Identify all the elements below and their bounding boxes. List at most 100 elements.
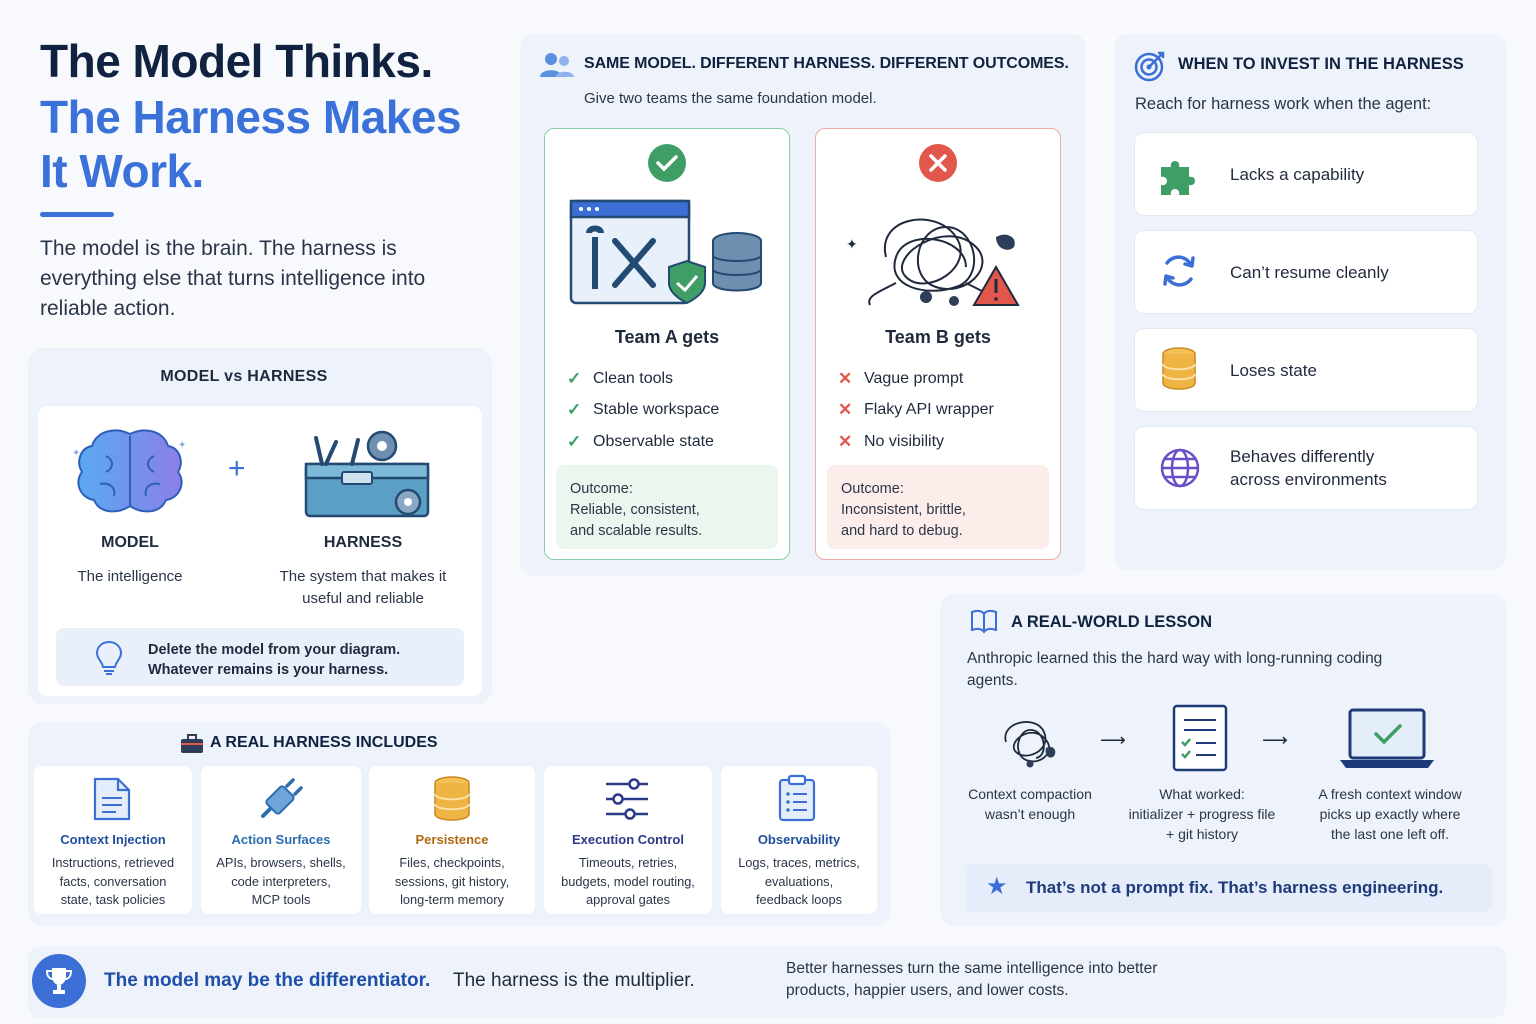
tip-box: Delete the model from your diagram. What… <box>56 628 464 686</box>
plug-icon <box>261 778 303 818</box>
footer: The model may be the differentiator. The… <box>28 946 1506 1018</box>
tangle-icon <box>1004 721 1056 768</box>
tangle-icon: ✦ <box>846 218 1020 306</box>
hero-title-line1: The Model Thinks. <box>40 35 433 87</box>
team-b-card: ✦ Team B gets ✕Vague prompt ✕Flaky API w… <box>815 128 1061 560</box>
tile-desc: Timeouts, retries, budgets, model routin… <box>561 855 695 907</box>
svg-text:✦: ✦ <box>72 448 80 459</box>
database-icon <box>1162 347 1196 390</box>
tile-name: Observability <box>757 832 841 847</box>
lesson-title: A REAL-WORLD LESSON <box>1011 613 1213 631</box>
harness-label: HARNESS <box>323 534 403 551</box>
same-model-card: SAME MODEL. DIFFERENT HARNESS. DIFFERENT… <box>520 34 1086 576</box>
check-icon: ✓ <box>567 368 582 388</box>
arrow-right-icon: ⟶ <box>1262 730 1288 750</box>
check-icon: ✓ <box>567 431 582 451</box>
model-label: MODEL <box>101 534 159 551</box>
same-model-subtitle: Give two teams the same foundation model… <box>584 90 877 107</box>
list-item: ✕Vague prompt <box>838 368 964 388</box>
footer-differentiator: The model may be the differentiator. <box>104 970 431 991</box>
trophy-icon <box>45 968 73 994</box>
star-icon: ★ <box>986 873 1008 900</box>
x-circle-icon <box>919 144 957 182</box>
book-icon <box>971 609 997 634</box>
invest-card: WHEN TO INVEST IN THE HARNESS Reach for … <box>1114 34 1506 570</box>
toolbox-icon <box>304 430 430 518</box>
checklist-icon <box>1172 704 1228 772</box>
team-b-title: Team B gets <box>885 327 991 347</box>
x-icon: ✕ <box>838 368 853 388</box>
check-circle-icon <box>648 144 686 182</box>
check-icon: ✓ <box>567 400 582 420</box>
lesson-banner: ★ That’s not a prompt fix. That’s harnes… <box>966 864 1492 912</box>
lesson-step-1: Context compaction wasn’t enough <box>968 786 1092 822</box>
brain-icon: ✦✦ <box>72 429 186 513</box>
tools-window-icon <box>569 199 762 305</box>
hero-title-line2: The Harness Makes It Work. <box>40 91 462 197</box>
tile-desc: Files, checkpoints, sessions, git histor… <box>394 855 510 907</box>
model-desc: The intelligence <box>77 568 183 585</box>
list-item: ✕Flaky API wrapper <box>838 400 994 420</box>
target-icon <box>1134 51 1165 82</box>
invest-title: WHEN TO INVEST IN THE HARNESS <box>1178 55 1464 73</box>
footer-note: Better harnesses turn the same intellige… <box>786 960 1158 999</box>
tile-desc: Instructions, retrieved facts, conversat… <box>51 855 175 907</box>
lesson-step-3: A fresh context window picks up exactly … <box>1318 786 1462 842</box>
invest-item-environments: Behaves differently across environments <box>1134 426 1478 510</box>
tile-name: Persistence <box>415 832 489 847</box>
tile-context-injection: Context Injection Instructions, retrieve… <box>34 766 192 914</box>
invest-item-resume: Can’t resume cleanly <box>1134 230 1478 314</box>
hero-subtitle: The model is the brain. The harness is e… <box>40 237 426 320</box>
tile-execution-control: Execution Control Timeouts, retries, bud… <box>544 766 712 914</box>
lesson-banner-text: That’s not a prompt fix. That’s harness … <box>1026 878 1444 897</box>
toolbox-icon <box>181 734 203 753</box>
tile-name: Execution Control <box>572 832 684 847</box>
refresh-icon <box>1163 255 1195 287</box>
team-a-list: ✓Clean tools ✓Stable workspace ✓Observab… <box>567 363 719 458</box>
people-icon <box>540 53 574 77</box>
clipboard-icon <box>778 774 816 822</box>
list-item: ✓Observable state <box>567 431 714 451</box>
globe-icon <box>1160 448 1200 488</box>
hero-underline <box>40 212 114 217</box>
tile-persistence: Persistence Files, checkpoints, sessions… <box>369 766 535 914</box>
laptop-icon <box>1340 708 1434 768</box>
svg-text:✦: ✦ <box>846 236 858 252</box>
invest-subtitle: Reach for harness work when the agent: <box>1135 95 1432 113</box>
invest-item-label: Can’t resume cleanly <box>1230 263 1389 282</box>
tile-desc: Logs, traces, metrics, evaluations, feed… <box>738 855 860 907</box>
includes-title: A REAL HARNESS INCLUDES <box>210 734 438 751</box>
invest-item-label: Behaves differently across environments <box>1230 447 1387 489</box>
team-b-outcome: Outcome: Inconsistent, brittle, and hard… <box>827 465 1049 549</box>
invest-item-label: Loses state <box>1230 361 1317 380</box>
model-vs-harness-panel: ✦✦ + MODEL The intelligence HARNESS The … <box>38 406 482 696</box>
includes-card: A REAL HARNESS INCLUDES Context Injectio… <box>28 722 890 926</box>
document-icon <box>93 777 131 821</box>
x-icon: ✕ <box>838 400 853 420</box>
lesson-card: A REAL-WORLD LESSON Anthropic learned th… <box>940 594 1506 926</box>
tile-name: Context Injection <box>60 832 166 847</box>
plus-icon: + <box>228 452 246 485</box>
arrow-right-icon: ⟶ <box>1100 730 1126 750</box>
sliders-icon <box>606 778 648 820</box>
lesson-subtitle: Anthropic learned this the hard way with… <box>967 650 1383 689</box>
team-a-title: Team A gets <box>614 327 720 347</box>
puzzle-icon <box>1161 161 1195 195</box>
x-icon: ✕ <box>838 431 853 451</box>
footer-multiplier: The harness is the multiplier. <box>453 970 695 991</box>
lightbulb-icon <box>96 640 122 675</box>
tip-text: Delete the model from your diagram. What… <box>148 642 401 678</box>
invest-item-capability: Lacks a capability <box>1134 132 1478 216</box>
invest-item-label: Lacks a capability <box>1230 165 1365 184</box>
same-model-title: SAME MODEL. DIFFERENT HARNESS. DIFFERENT… <box>584 55 1069 72</box>
svg-text:✦: ✦ <box>178 440 186 451</box>
model-vs-harness-title: MODEL vs HARNESS <box>160 368 328 385</box>
harness-desc: The system that makes it useful and reli… <box>279 568 447 607</box>
team-a-card: Team A gets ✓Clean tools ✓Stable workspa… <box>544 128 790 560</box>
tile-desc: APIs, browsers, shells, code interpreter… <box>216 855 346 907</box>
trophy-badge <box>32 954 86 1008</box>
list-item: ✓Stable workspace <box>567 400 720 420</box>
list-item: ✕No visibility <box>838 431 945 451</box>
tile-action-surfaces: Action Surfaces APIs, browsers, shells, … <box>201 766 361 914</box>
tile-name: Action Surfaces <box>231 832 331 847</box>
